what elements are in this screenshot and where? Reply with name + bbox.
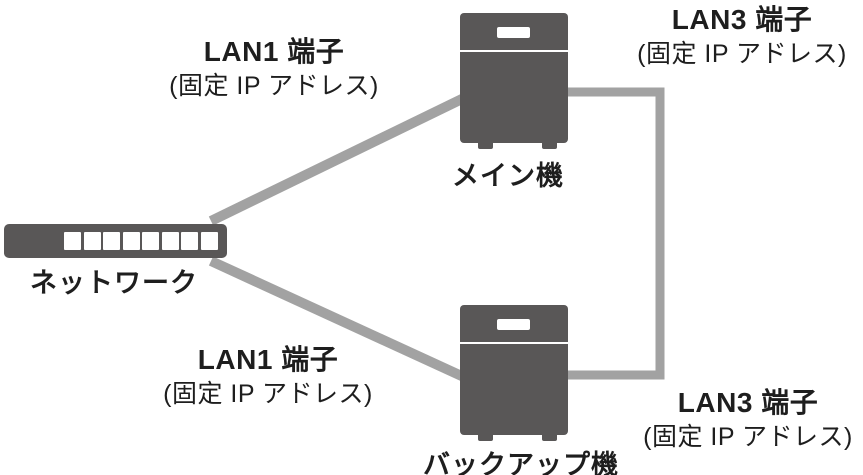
switch-port-icon	[161, 232, 179, 250]
switch-port-icon	[103, 232, 120, 250]
main-lan1-label: LAN1 端子 (固定 IP アドレス)	[112, 36, 436, 101]
backup-nas-label: バックアップ機	[423, 450, 619, 475]
backup-nas-foot-icon	[542, 435, 557, 441]
backup-lan1-subtitle: (固定 IP アドレス)	[163, 380, 373, 409]
main-lan3-subtitle: (固定 IP アドレス)	[637, 40, 847, 69]
backup-lan3-label: LAN3 端子 (固定 IP アドレス)	[628, 387, 863, 452]
backup-lan1-label: LAN1 端子 (固定 IP アドレス)	[108, 344, 428, 409]
main-nas-slot-icon	[497, 27, 530, 38]
main-lan3-title: LAN3 端子	[671, 4, 813, 35]
backup-lan1-title: LAN1 端子	[197, 344, 339, 375]
backup-nas-slot-icon	[497, 319, 530, 330]
lan3-cable-icon	[556, 87, 665, 380]
switch-ports	[64, 232, 218, 250]
switch-port-icon	[83, 232, 101, 250]
backup-lan3-subtitle: (固定 IP アドレス)	[643, 423, 853, 452]
main-lan1-subtitle: (固定 IP アドレス)	[169, 72, 379, 101]
network-switch-label: ネットワーク	[30, 268, 198, 298]
main-nas-icon	[460, 13, 568, 149]
switch-port-icon	[64, 232, 81, 250]
backup-nas-panel-divider	[460, 342, 568, 344]
backup-nas-foot-icon	[478, 435, 493, 441]
main-nas-foot-icon	[478, 143, 493, 149]
switch-port-icon	[181, 232, 198, 250]
main-nas-panel-divider	[460, 50, 568, 52]
backup-lan3-title: LAN3 端子	[677, 387, 819, 418]
lan1-cable-main-icon	[208, 92, 469, 226]
network-switch-icon	[4, 224, 227, 258]
switch-port-icon	[200, 232, 218, 250]
main-nas-label: メイン機	[452, 161, 564, 191]
main-lan3-label: LAN3 端子 (固定 IP アドレス)	[617, 4, 863, 69]
main-nas-foot-icon	[542, 143, 557, 149]
backup-nas-icon	[460, 305, 568, 441]
switch-port-icon	[122, 232, 140, 250]
main-lan1-title: LAN1 端子	[203, 36, 345, 67]
switch-port-icon	[142, 232, 159, 250]
lan1-cable-backup-icon	[208, 256, 469, 383]
